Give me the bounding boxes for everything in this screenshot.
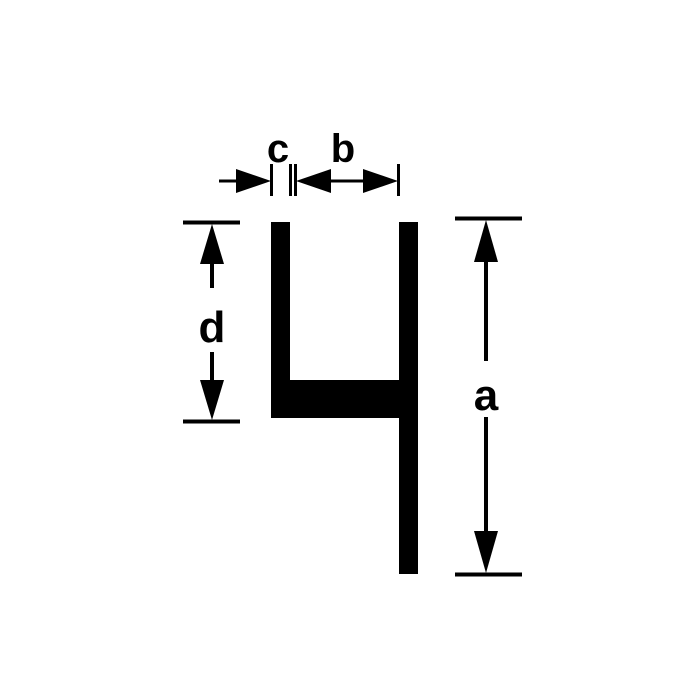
profile-shape — [271, 222, 418, 574]
dimension-c-arrowhead-right — [236, 169, 271, 193]
dimension-a-arrowhead-up — [474, 220, 498, 262]
profile-left-leg — [271, 222, 290, 418]
dimension-c-label: c — [267, 127, 289, 171]
dimension-b-arrowhead-left — [296, 169, 331, 193]
dimension-d-arrowhead-up — [200, 224, 224, 264]
dimension-c-group: c — [219, 127, 292, 196]
dimension-a-label: a — [474, 371, 499, 420]
dimension-a-arrowhead-down — [474, 531, 498, 573]
dimension-a-group: a — [455, 216, 522, 577]
dimension-b-arrowhead-right — [363, 169, 398, 193]
dimension-d-group: d — [183, 220, 240, 424]
profile-web-crossbar — [271, 380, 418, 418]
dimension-d-arrowhead-down — [200, 380, 224, 420]
dimension-d-label: d — [199, 303, 226, 352]
profile-right-leg — [399, 222, 418, 574]
dimension-b-group: b — [294, 127, 400, 196]
dimension-b-label: b — [331, 127, 355, 171]
